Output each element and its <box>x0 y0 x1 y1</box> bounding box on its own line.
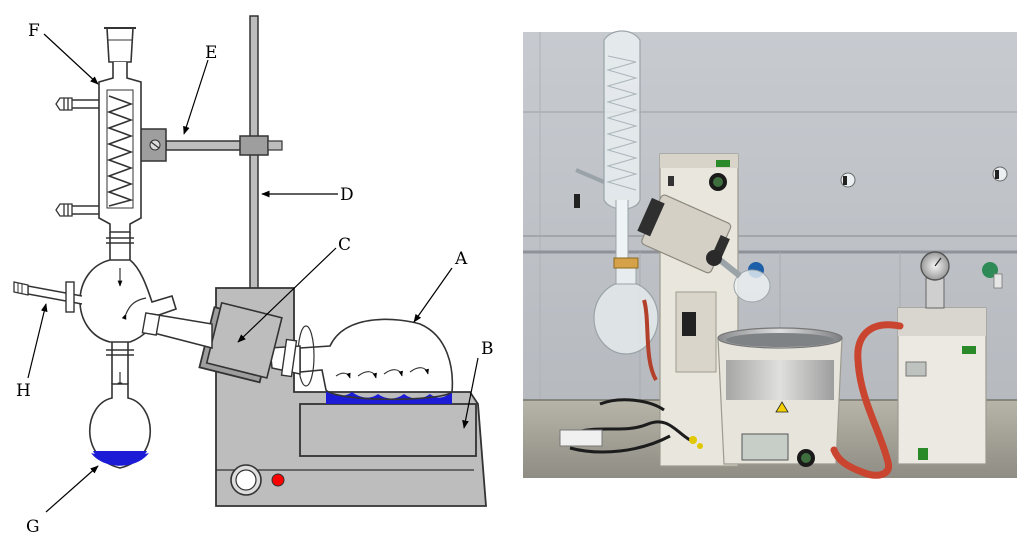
condenser <box>55 27 142 233</box>
heating-bath <box>299 403 477 457</box>
wall-tap-2 <box>992 166 1008 182</box>
indicator-lamp <box>271 473 285 487</box>
wall-tap-4 <box>982 262 1003 289</box>
bath-water <box>326 390 452 404</box>
photo-condenser <box>574 30 641 261</box>
photo-receiving-flask <box>593 257 659 355</box>
power-strip <box>559 429 603 447</box>
cooling-coil <box>106 95 134 207</box>
bath-display <box>741 433 789 461</box>
receiving-flask <box>88 383 152 469</box>
photo-heating-bath <box>717 327 843 467</box>
label-e: E <box>205 43 217 63</box>
photo-vacuum-controller <box>897 251 987 465</box>
label-f: F <box>28 21 40 41</box>
leader-f <box>43 33 99 85</box>
photo-evaporation-flask <box>706 249 771 303</box>
clamp-bar <box>165 140 247 151</box>
label-g: G <box>26 517 40 537</box>
photograph <box>523 30 1017 479</box>
leader-g <box>45 465 99 513</box>
vapour-duct <box>269 338 301 378</box>
leader-a <box>413 267 453 323</box>
evaporation-flask <box>297 318 454 401</box>
leader-h <box>27 303 48 379</box>
red-tubing <box>830 321 904 479</box>
leader-c <box>237 247 337 343</box>
wall-tap-1 <box>840 172 856 188</box>
clamp-screw <box>267 140 283 151</box>
leader-e <box>183 59 209 135</box>
leader-b <box>462 357 479 429</box>
vent-tube <box>13 281 83 313</box>
condenser-neck <box>109 232 131 260</box>
label-b: B <box>481 339 494 359</box>
label-a: A <box>454 249 468 269</box>
label-c: C <box>338 235 351 255</box>
label-h: H <box>16 381 31 401</box>
rod-clamp <box>239 135 269 156</box>
schematic: A B C D E F G H <box>13 15 494 537</box>
label-d: D <box>340 185 354 205</box>
